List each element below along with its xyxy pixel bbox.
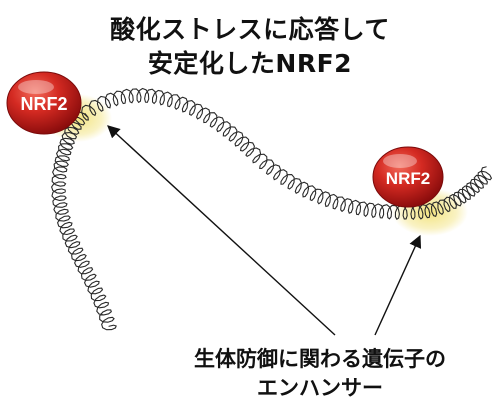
- arrow-to-right-enhancer: [374, 234, 422, 336]
- arrow-to-left-enhancer: [107, 125, 336, 336]
- dna-coil-strand: [81, 87, 493, 220]
- title-line-2: 安定化したNRF2: [147, 49, 353, 78]
- nrf2-protein-right: NRF2: [372, 146, 444, 208]
- enhancer-caption-line-2: エンハンサー: [257, 376, 383, 400]
- dna-coil-strand: [50, 111, 117, 331]
- dna-coil: [50, 87, 493, 331]
- nrf2-protein-left: NRF2: [6, 71, 82, 135]
- title-line-1: 酸化ストレスに応答して: [110, 15, 390, 44]
- enhancer-caption-line-1: 生体防御に関わる遺伝子の: [194, 347, 446, 371]
- nrf2-label-right: NRF2: [386, 169, 430, 188]
- nrf2-label-left: NRF2: [20, 94, 67, 114]
